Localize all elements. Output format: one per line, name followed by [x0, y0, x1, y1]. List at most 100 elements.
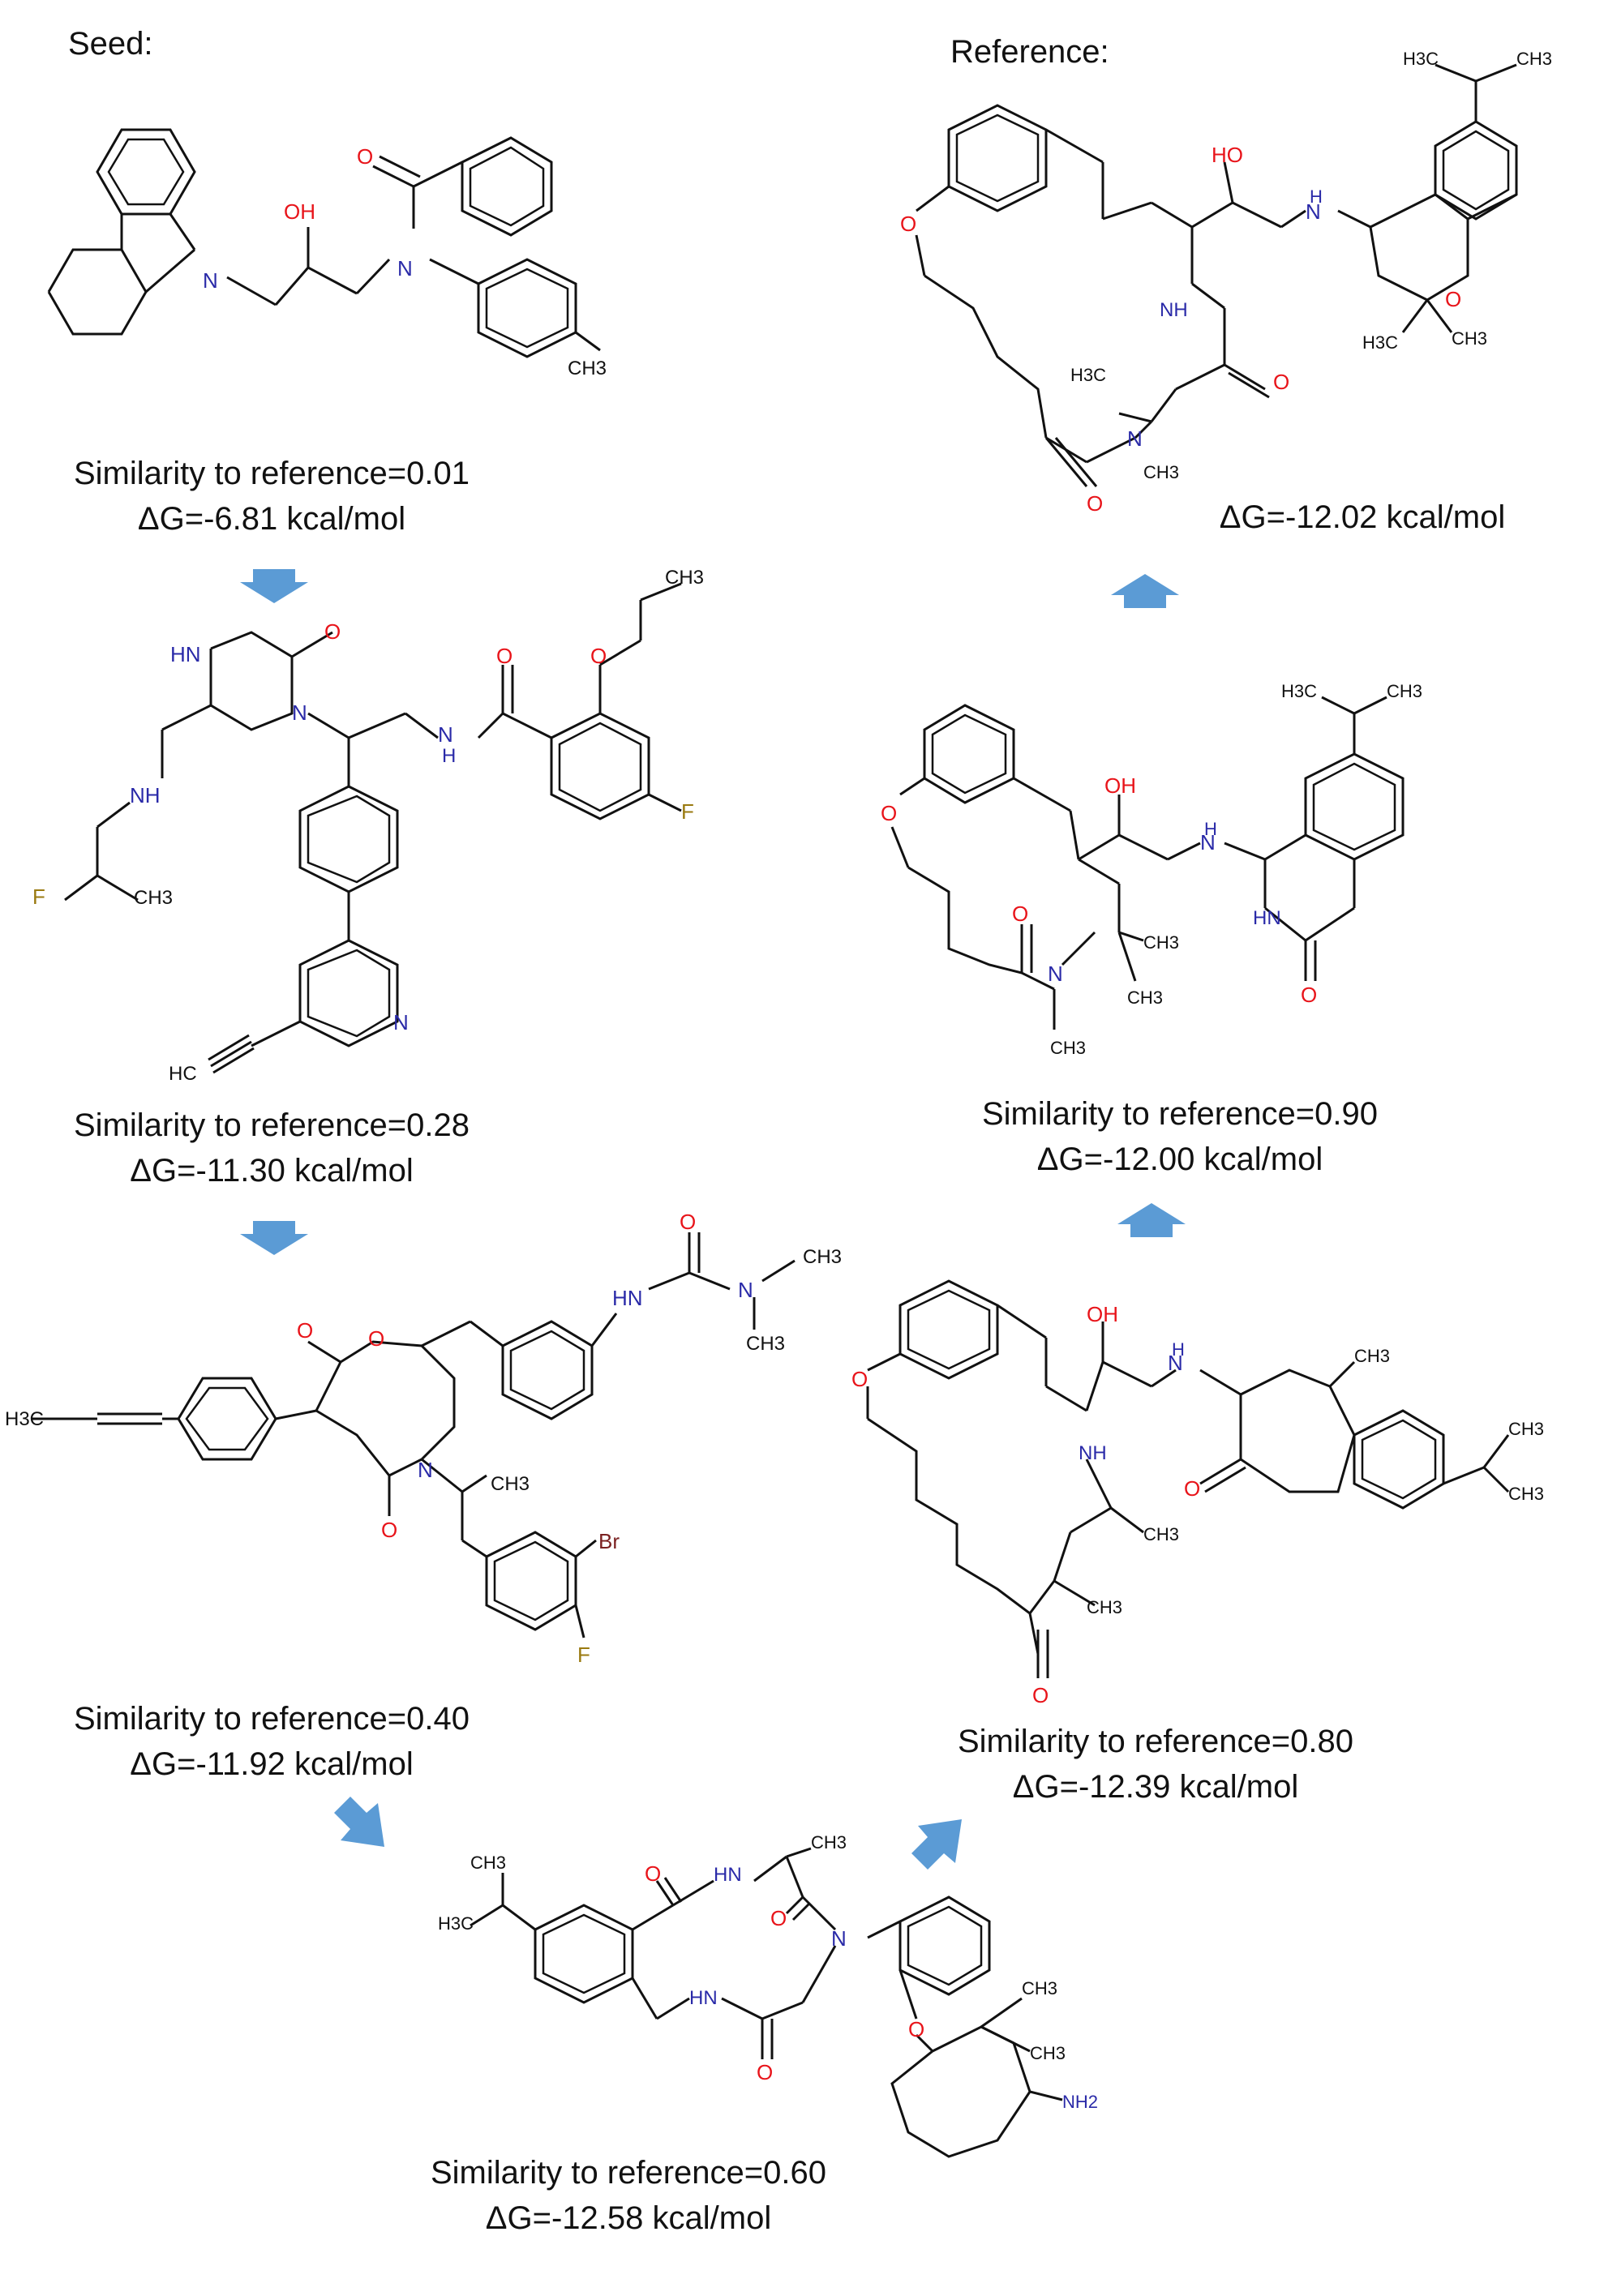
similarity-step4: Similarity to reference=0.80 [957, 1724, 1353, 1759]
atom-label: H [1204, 819, 1217, 839]
atom-label: H3C [5, 1408, 44, 1430]
arrow-diagonal-down-right-icon [334, 1797, 384, 1847]
atom-label: HN [612, 1286, 643, 1310]
step2-molecule-structure: H3C O O O N CH3 Br F HN O N CH3 CH3 [5, 1210, 842, 1667]
atom-label: CH3 [1143, 932, 1179, 953]
atom-label: H3C [1070, 365, 1106, 385]
arrow-up-icon [1111, 574, 1179, 608]
similarity-seed: Similarity to reference=0.01 [73, 456, 470, 491]
atom-label: F [681, 799, 694, 824]
reference-header: Reference: [950, 34, 1109, 70]
dg-reference: ΔG=-12.02 kcal/mol [1219, 499, 1506, 535]
reference-molecule-structure: O HO N H NH O H3C N CH3 O O H3C CH3 H3C … [900, 49, 1552, 516]
atom-label: N [1168, 1351, 1183, 1375]
atom-label: OH [1104, 773, 1136, 798]
atom-label: H3C [1362, 332, 1398, 353]
dg-seed: ΔG=-6.81 kcal/mol [137, 501, 406, 537]
atom-label: O [1445, 287, 1461, 311]
atom-label: CH3 [134, 887, 173, 909]
step1-molecule-structure: HN O N NH F CH3 N H O O CH3 F N HC [32, 567, 704, 1085]
atom-label: N [292, 700, 307, 725]
atom-label: O [680, 1210, 696, 1234]
atom-label: O [1087, 491, 1103, 516]
atom-label: H [1310, 186, 1323, 207]
atom-label: OH [284, 199, 315, 224]
atom-label: CH3 [1508, 1484, 1544, 1504]
atom-label: CH3 [1354, 1346, 1390, 1366]
atom-label: CH3 [1050, 1038, 1086, 1058]
atom-label: O [1184, 1476, 1200, 1501]
atom-label: O [757, 2060, 773, 2084]
atom-label: N [393, 1010, 409, 1034]
atom-label: NH [1079, 1442, 1107, 1464]
atom-label: O [908, 2017, 924, 2041]
atom-label: N [438, 722, 453, 747]
caption-step5: Similarity to reference=0.90 ΔG=-12.00 k… [941, 1091, 1419, 1182]
atom-label: NH [130, 783, 161, 807]
atom-label: O [368, 1326, 384, 1351]
atom-label: O [1301, 983, 1317, 1007]
atom-label: O [496, 644, 513, 668]
atom-label: O [1273, 370, 1289, 394]
atom-label: N [397, 256, 413, 281]
atom-label: OH [1087, 1302, 1118, 1326]
caption-step2: Similarity to reference=0.40 ΔG=-11.92 k… [32, 1696, 511, 1787]
atom-label: CH3 [811, 1832, 847, 1853]
atom-label: HO [1212, 143, 1243, 167]
caption-step3: Similarity to reference=0.60 ΔG=-12.58 k… [389, 2150, 868, 2241]
atom-label: CH3 [1143, 462, 1179, 482]
caption-step4: Similarity to reference=0.80 ΔG=-12.39 k… [916, 1719, 1395, 1810]
atom-label: Br [598, 1529, 620, 1553]
atom-label: O [357, 144, 373, 169]
dg-step2: ΔG=-11.92 kcal/mol [130, 1746, 414, 1782]
arrow-down-icon [240, 569, 308, 603]
dg-step3: ΔG=-12.58 kcal/mol [485, 2200, 772, 2236]
arrow-up-icon [1117, 1203, 1186, 1237]
caption-step1: Similarity to reference=0.28 ΔG=-11.30 k… [32, 1103, 511, 1193]
atom-label: CH3 [1452, 328, 1487, 349]
atom-label: NH [1160, 299, 1188, 321]
dg-step1: ΔG=-11.30 kcal/mol [130, 1153, 414, 1189]
atom-label: CH3 [1508, 1419, 1544, 1439]
caption-seed: Similarity to reference=0.01 ΔG=-6.81 kc… [32, 451, 511, 542]
atom-label: O [770, 1906, 787, 1930]
atom-label: O [1032, 1683, 1049, 1707]
atom-label: CH3 [1022, 1978, 1057, 1998]
atom-label: H3C [1281, 681, 1317, 701]
dg-step4: ΔG=-12.39 kcal/mol [1012, 1769, 1299, 1805]
dg-step5: ΔG=-12.00 kcal/mol [1036, 1142, 1323, 1177]
atom-label: CH3 [491, 1473, 530, 1495]
similarity-step5: Similarity to reference=0.90 [981, 1096, 1378, 1132]
caption-reference: ΔG=-12.02 kcal/mol [1176, 495, 1549, 540]
atom-label: O [881, 801, 897, 825]
atom-label: O [590, 644, 607, 668]
atom-label: CH3 [1087, 1597, 1122, 1617]
atom-label: H3C [438, 1913, 474, 1934]
step5-molecule-structure: O OH N H O N CH3 CH3 CH3 HN O H3C CH3 [881, 681, 1422, 1058]
atom-label: H3C [1403, 49, 1439, 69]
atom-label: HC [169, 1063, 197, 1085]
seed-molecule-structure: N OH N O CH3 [47, 128, 607, 379]
atom-label: N [1200, 830, 1216, 855]
atom-label: F [577, 1643, 590, 1667]
atom-label: CH3 [1030, 2043, 1066, 2063]
atom-label: CH3 [1516, 49, 1552, 69]
similarity-step2: Similarity to reference=0.40 [73, 1701, 470, 1737]
arrow-down-icon [240, 1221, 308, 1255]
similarity-step3: Similarity to reference=0.60 [430, 2155, 826, 2191]
atom-label: NH2 [1062, 2092, 1098, 2112]
seed-header: Seed: [68, 26, 153, 62]
atom-label: O [297, 1318, 313, 1343]
atom-label: O [851, 1367, 868, 1391]
atom-label: N [831, 1926, 847, 1951]
atom-label: CH3 [1127, 987, 1163, 1008]
atom-label: N [203, 268, 218, 293]
atom-label: H [442, 745, 456, 767]
atom-label: O [645, 1861, 661, 1886]
atom-label: O [324, 619, 341, 644]
atom-label: CH3 [568, 358, 607, 379]
atom-label: O [1012, 902, 1028, 926]
step3-molecule-structure: CH3 H3C O HN CH3 O N O HN O CH3 CH3 NH2 [438, 1832, 1098, 2158]
atom-label: HN [170, 642, 201, 666]
step4-molecule-structure: O OH N H NH CH3 CH3 O O CH3 CH3 CH3 [851, 1279, 1544, 1707]
